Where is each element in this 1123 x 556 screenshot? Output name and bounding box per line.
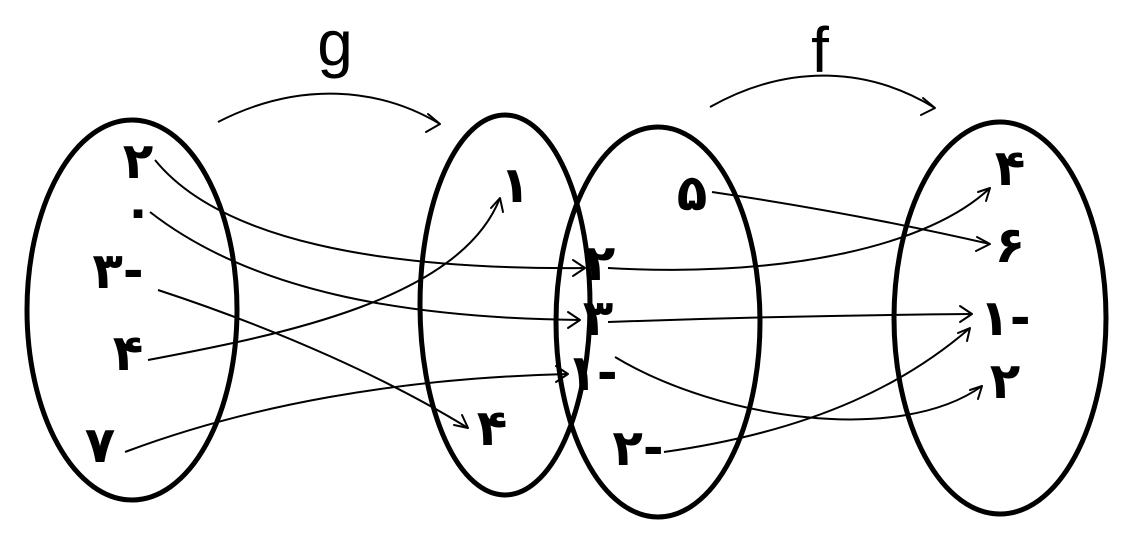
arrowhead bbox=[957, 327, 971, 342]
set-c-element: ۵ bbox=[677, 164, 708, 222]
set-b-element: ۱ bbox=[500, 156, 531, 214]
set-c-element: ۲- bbox=[612, 419, 663, 477]
arrowhead bbox=[572, 259, 586, 277]
mapping-g-label: g bbox=[317, 7, 353, 79]
g-arrow-4-to-1 bbox=[147, 197, 501, 361]
arrowhead bbox=[977, 187, 991, 202]
set-d-element: ۴ bbox=[995, 139, 1026, 197]
set-a-element: ۲ bbox=[123, 132, 154, 190]
set-d-element: ۶ bbox=[995, 216, 1026, 274]
set-d-element: ۲ bbox=[990, 352, 1021, 410]
arrowhead bbox=[555, 365, 569, 383]
arrowhead bbox=[975, 236, 991, 252]
intersection-element: ۲ bbox=[585, 234, 616, 292]
set-a-element: ۷ bbox=[85, 416, 116, 474]
set-d-oval bbox=[891, 119, 1109, 517]
g-arrow-0-to-3 bbox=[149, 211, 581, 321]
mapping-f-arrow bbox=[709, 74, 936, 109]
mapping-f-label: f bbox=[811, 14, 829, 86]
arrowhead bbox=[453, 414, 469, 429]
f-arrow-2-to-4 bbox=[607, 187, 991, 271]
set-d-element: ۱- bbox=[979, 289, 1030, 347]
set-c-oval bbox=[553, 124, 763, 520]
f-arrow-m2-to-m1 bbox=[663, 327, 971, 453]
intersection-element: ۳ bbox=[583, 289, 614, 347]
mapping-g-arrow bbox=[217, 92, 441, 125]
set-a-element: ۰ bbox=[123, 182, 154, 240]
g-arrow-7-to-m1 bbox=[124, 373, 569, 453]
f-arrow-3-to-m1 bbox=[607, 313, 973, 323]
set-a-element: ۳- bbox=[92, 242, 143, 300]
mapping-f-arrowhead bbox=[920, 97, 936, 116]
f-arrow-m1-to-2 bbox=[614, 356, 983, 421]
set-a-element: ۴ bbox=[113, 324, 144, 382]
arrowhead bbox=[959, 305, 973, 323]
set-b-element: ۴ bbox=[477, 399, 508, 457]
mapping-g-arrowhead bbox=[425, 113, 441, 133]
arrowhead bbox=[567, 311, 581, 329]
g-arrow-m3-to-4 bbox=[157, 289, 469, 429]
g-arrow-2-to-2 bbox=[154, 159, 586, 270]
arrowhead bbox=[490, 197, 504, 213]
arrowhead bbox=[969, 385, 983, 400]
f-arrow-5-to-6 bbox=[711, 191, 991, 245]
set-b-oval bbox=[417, 112, 593, 498]
set-a-oval bbox=[24, 117, 240, 503]
intersection-element: ۱- bbox=[566, 344, 617, 402]
